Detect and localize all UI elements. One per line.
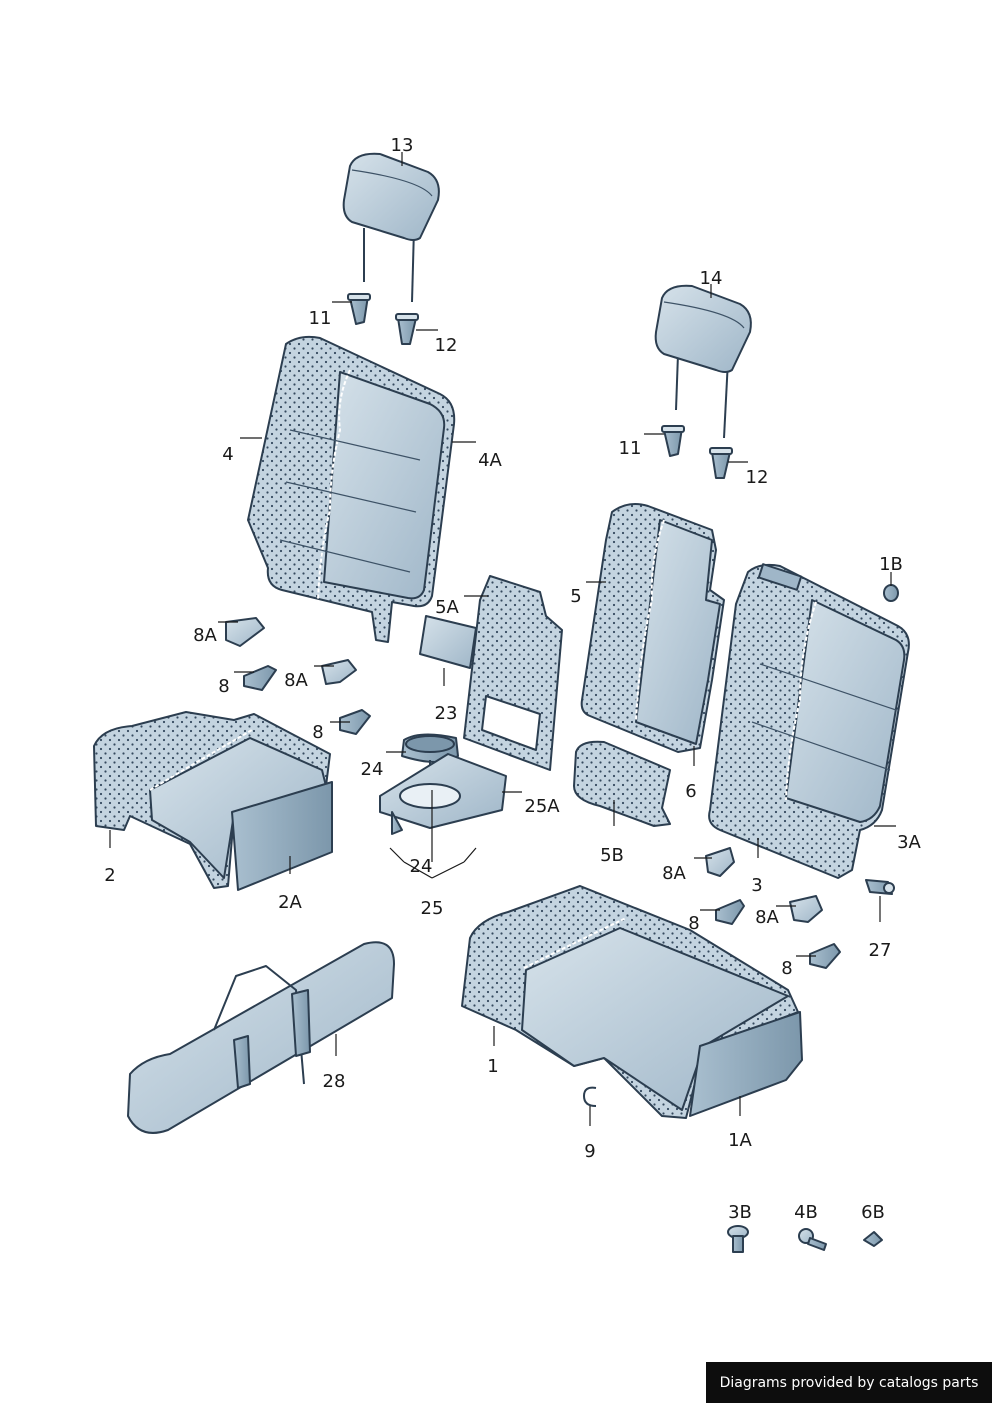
clip-8-left-1 (243, 665, 277, 691)
callout-9: 9 (584, 1141, 595, 1162)
callout-4b: 4B (794, 1202, 818, 1223)
clip-8a-left-1 (225, 617, 265, 647)
callout-6: 6 (685, 781, 696, 802)
callout-28: 28 (323, 1071, 346, 1092)
callout-5: 5 (570, 586, 581, 607)
guide-sleeves-upper (347, 293, 419, 345)
callout-11-left: 11 (309, 308, 332, 329)
callout-24-upper: 24 (361, 759, 384, 780)
bolt-4b (798, 1228, 827, 1251)
callout-labels: 13 14 11 12 11 12 4 4A 5 5A 1B 8A 8 8A 8… (104, 135, 921, 1223)
clip-8a-right-2 (789, 895, 823, 923)
seat-cushion-1 (461, 885, 803, 1119)
clip-8a-right-1 (705, 847, 735, 877)
headrest-13 (342, 152, 440, 303)
guide-sleeves-right (661, 425, 733, 479)
callout-8-3: 8 (688, 913, 699, 934)
callout-8a-4: 8A (755, 907, 779, 928)
callout-25a: 25A (524, 796, 560, 817)
callout-4a: 4A (478, 450, 502, 471)
callout-14: 14 (700, 268, 723, 289)
screw-3b (727, 1225, 749, 1253)
callout-8a-2: 8A (284, 670, 308, 691)
callout-11-right: 11 (619, 438, 642, 459)
callout-23: 23 (435, 703, 458, 724)
clip-8-right-1 (715, 899, 745, 925)
screw-6b (863, 1231, 883, 1247)
seat-cushion-2 (93, 711, 333, 891)
callout-8-2: 8 (312, 722, 323, 743)
fastener-27 (865, 879, 895, 895)
callout-8a-3: 8A (662, 863, 686, 884)
ski-bag-28 (127, 941, 395, 1134)
clip-8-left-2 (339, 709, 371, 735)
callout-12-left: 12 (435, 335, 458, 356)
callout-13: 13 (391, 135, 414, 156)
clip-8-right-2 (809, 943, 841, 969)
plug-1b (883, 584, 899, 602)
callout-12-right: 12 (746, 467, 769, 488)
callout-2a: 2A (278, 892, 302, 913)
callout-3: 3 (751, 875, 762, 896)
backrest-5 (580, 503, 725, 753)
callout-25: 25 (421, 898, 444, 919)
callout-1: 1 (487, 1056, 498, 1077)
leader-lines (109, 152, 896, 1126)
callout-3b: 3B (728, 1202, 752, 1223)
callout-1b: 1B (879, 554, 903, 575)
callout-5a: 5A (435, 597, 459, 618)
callout-4: 4 (222, 444, 233, 465)
clip-9 (583, 1086, 597, 1107)
armrest-5b (573, 740, 671, 827)
callout-2: 2 (104, 865, 115, 886)
backrest-4 (247, 335, 456, 643)
callout-3a: 3A (897, 832, 921, 853)
callout-27: 27 (869, 940, 892, 961)
cover-23 (419, 615, 477, 669)
callout-8-4: 8 (781, 958, 792, 979)
callout-5b: 5B (600, 845, 624, 866)
callout-24-lower: 24 (410, 856, 433, 877)
clip-8a-left-2 (321, 659, 357, 685)
callout-1a: 1A (728, 1130, 752, 1151)
callout-8-1: 8 (218, 676, 229, 697)
credit-banner: Diagrams provided by catalogs parts (706, 1362, 992, 1403)
callout-6b: 6B (861, 1202, 885, 1223)
backrest-3 (708, 563, 910, 879)
armrest-frame-5a (463, 575, 563, 771)
armrest-25a (379, 753, 507, 835)
callout-8a-1: 8A (193, 625, 217, 646)
headrest-14 (654, 284, 752, 439)
